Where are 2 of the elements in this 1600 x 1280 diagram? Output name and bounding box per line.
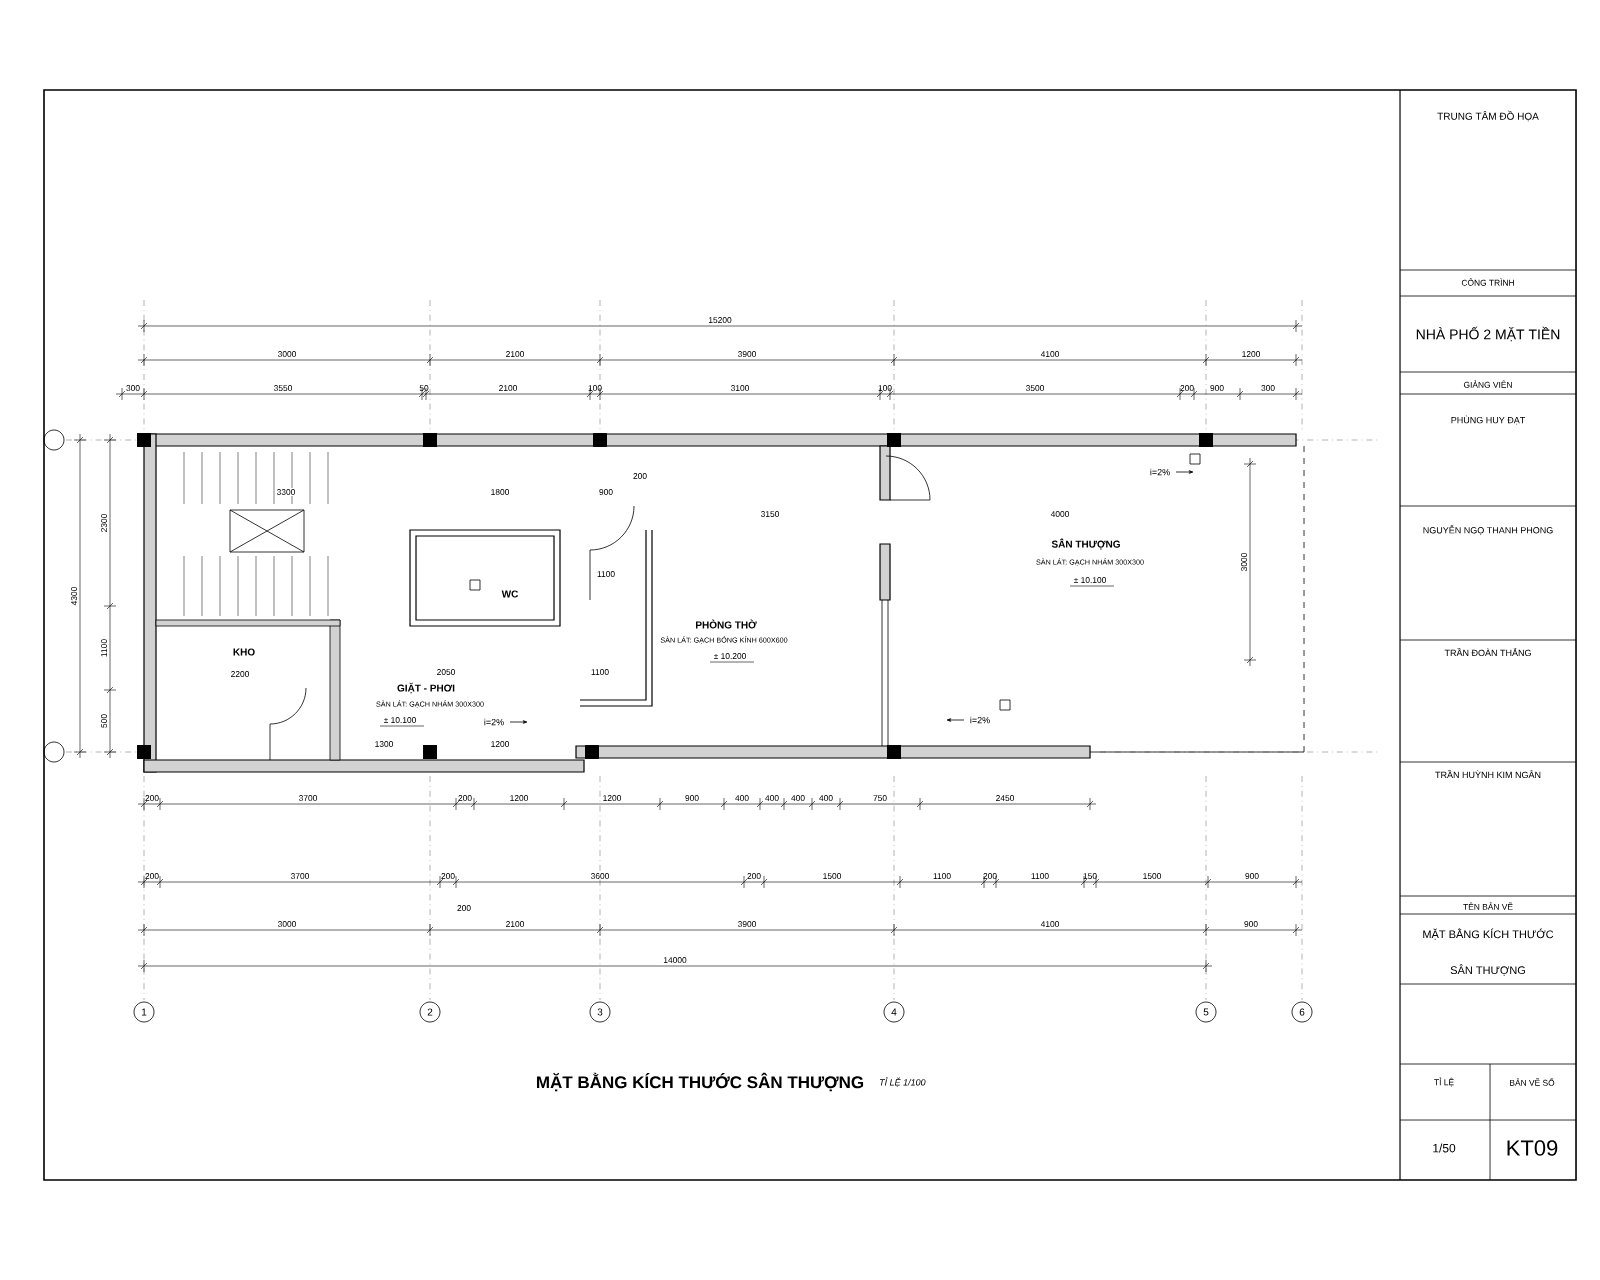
title-block-text: KT09 [1507, 1140, 1558, 1156]
drawing-title: MẶT BẰNG KÍCH THƯỚC SÂN THƯỢNG [537, 1072, 864, 1092]
